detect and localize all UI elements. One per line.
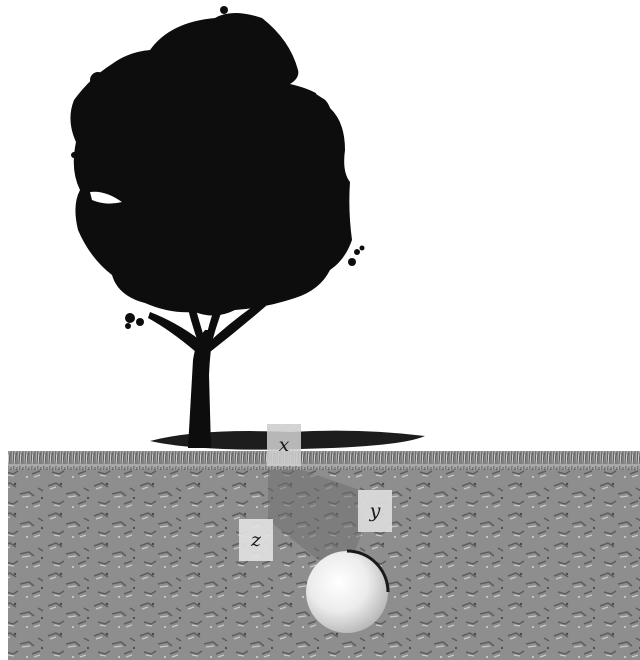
label-y: y bbox=[358, 490, 392, 532]
grass-strip bbox=[8, 451, 640, 470]
tree-trunk bbox=[148, 292, 266, 448]
label-z: z bbox=[239, 519, 273, 561]
label-x: x bbox=[267, 424, 301, 466]
tree-canopy bbox=[70, 13, 352, 316]
